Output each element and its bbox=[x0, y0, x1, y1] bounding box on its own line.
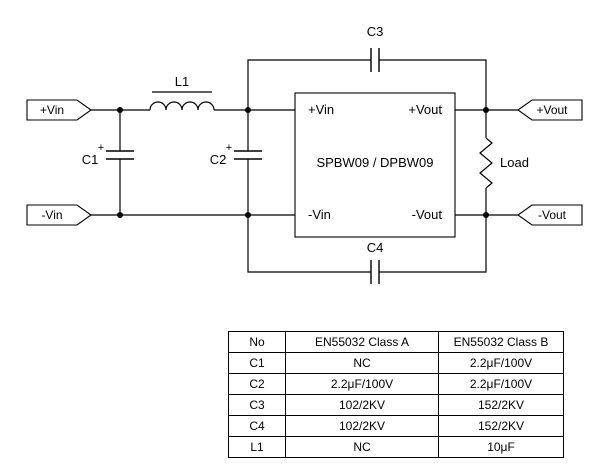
terminal-vout-neg-label: -Vout bbox=[538, 208, 567, 222]
junction-dot bbox=[117, 212, 123, 218]
capacitor-c2-polarity: + bbox=[226, 142, 232, 154]
module-pin-vout-pos: +Vout bbox=[408, 102, 442, 117]
component-value-table: No EN55032 Class A EN55032 Class B C1 NC… bbox=[228, 331, 564, 458]
terminal-vout-neg: -Vout bbox=[517, 204, 583, 226]
module-pin-vin-pos: +Vin bbox=[308, 102, 334, 117]
junction-dot bbox=[117, 107, 123, 113]
converter-module: +Vin +Vout SPBW09 / DPBW09 -Vin -Vout bbox=[294, 92, 456, 238]
table-cell-class-b: 2.2μF/100V bbox=[438, 373, 564, 395]
table-cell-class-b: 152/2KV bbox=[438, 415, 564, 437]
table-cell-class-b: 152/2KV bbox=[438, 394, 564, 416]
capacitor-c1-polarity: + bbox=[98, 142, 104, 154]
module-name: SPBW09 / DPBW09 bbox=[316, 155, 433, 170]
inductor-l1-label: L1 bbox=[175, 74, 189, 89]
table-cell-class-a: 102/2KV bbox=[285, 394, 439, 416]
capacitor-c3-label: C3 bbox=[367, 24, 384, 39]
capacitor-c2: + C2 bbox=[210, 110, 262, 215]
capacitor-c2-label: C2 bbox=[210, 152, 227, 167]
load-zigzag bbox=[479, 137, 493, 189]
junction-dot bbox=[245, 107, 251, 113]
capacitor-c1-label: C1 bbox=[82, 152, 99, 167]
table-header-class-b: EN55032 Class B bbox=[438, 331, 564, 353]
inductor-l1: L1 bbox=[149, 74, 215, 111]
wires bbox=[91, 59, 518, 273]
capacitor-c4-label: C4 bbox=[367, 240, 384, 255]
load-resistor: Load bbox=[479, 110, 529, 215]
table-row: L1 NC 10μF bbox=[228, 436, 564, 458]
terminal-vout-pos-label: +Vout bbox=[536, 103, 568, 117]
table-header-class-a: EN55032 Class A bbox=[285, 331, 439, 353]
terminal-vin-neg-label: -Vin bbox=[41, 208, 62, 222]
table-cell-class-b: 10μF bbox=[438, 436, 564, 458]
module-pin-vout-neg: -Vout bbox=[412, 207, 443, 222]
table-cell-no: C2 bbox=[228, 373, 286, 395]
table-cell-no: C4 bbox=[228, 415, 286, 437]
inductor-l1-coil bbox=[149, 101, 215, 111]
wire-c3-right bbox=[379, 59, 487, 110]
table-cell-class-b: 2.2μF/100V bbox=[438, 352, 564, 374]
load-label: Load bbox=[500, 155, 529, 170]
terminal-vin-neg: -Vin bbox=[26, 204, 92, 226]
capacitor-c1: + C1 bbox=[82, 110, 134, 215]
table-cell-no: C3 bbox=[228, 394, 286, 416]
table-row: C2 2.2μF/100V 2.2μF/100V bbox=[228, 373, 564, 395]
wire-c4-left bbox=[247, 215, 371, 273]
junction-dot bbox=[483, 107, 489, 113]
table-cell-class-a: 102/2KV bbox=[285, 415, 439, 437]
circuit-schematic: +Vin -Vin +Vout -Vout L1 + C1 bbox=[26, 24, 583, 284]
wire-c3-left bbox=[247, 59, 371, 110]
junction-dot bbox=[245, 212, 251, 218]
table-row: C4 102/2KV 152/2KV bbox=[228, 415, 564, 437]
terminal-vout-pos: +Vout bbox=[517, 99, 583, 121]
junction-dot bbox=[483, 212, 489, 218]
terminal-vin-pos-shape bbox=[26, 99, 92, 121]
capacitor-c4: C4 bbox=[367, 240, 384, 284]
table-cell-class-a: NC bbox=[285, 436, 439, 458]
terminal-vin-neg-shape bbox=[26, 204, 92, 226]
junction-dots bbox=[117, 107, 489, 218]
terminal-vin-pos: +Vin bbox=[26, 99, 92, 121]
table-row: C3 102/2KV 152/2KV bbox=[228, 394, 564, 416]
capacitor-c3: C3 bbox=[367, 24, 384, 72]
table-cell-class-a: 2.2μF/100V bbox=[285, 373, 439, 395]
table-row: C1 NC 2.2μF/100V bbox=[228, 352, 564, 374]
terminal-vin-pos-label: +Vin bbox=[40, 103, 64, 117]
table-cell-class-a: NC bbox=[285, 352, 439, 374]
table-cell-no: L1 bbox=[228, 436, 286, 458]
table-header-row: No EN55032 Class A EN55032 Class B bbox=[228, 331, 564, 353]
converter-module-box bbox=[294, 92, 456, 238]
terminal-vout-neg-shape bbox=[517, 204, 583, 226]
table-cell-no: C1 bbox=[228, 352, 286, 374]
wire-c4-right bbox=[379, 215, 487, 273]
table-header-no: No bbox=[228, 331, 286, 353]
terminal-vout-pos-shape bbox=[517, 99, 583, 121]
module-pin-vin-neg: -Vin bbox=[308, 207, 331, 222]
